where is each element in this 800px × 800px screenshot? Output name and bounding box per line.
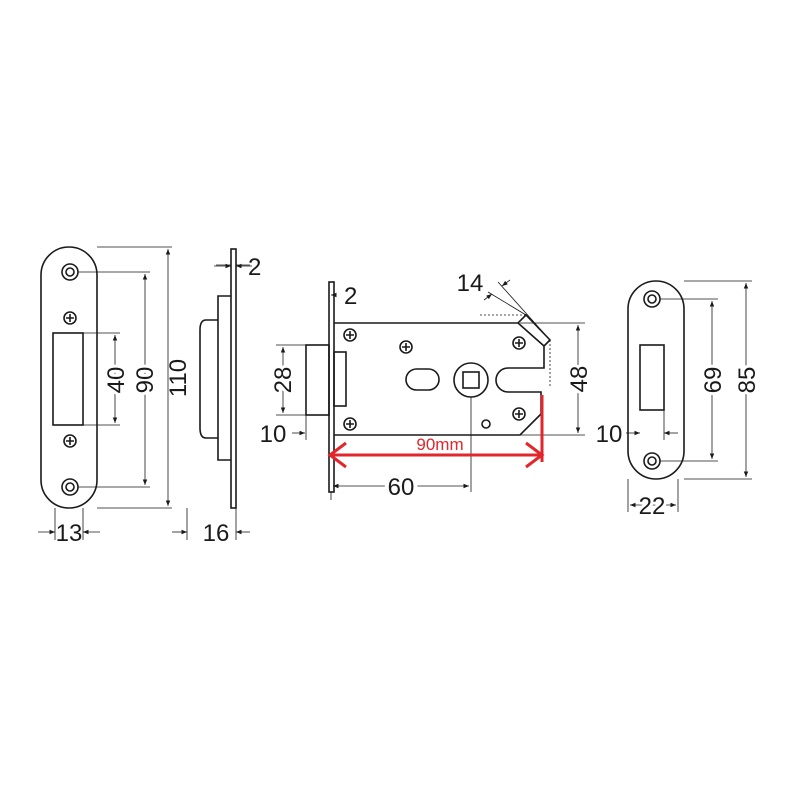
screw-icon <box>512 407 526 421</box>
left-dimensions: 110 90 40 13 <box>38 246 192 547</box>
dim-16: 16 <box>203 520 230 547</box>
screw-icon <box>343 417 357 431</box>
dim-110: 110 <box>165 359 192 397</box>
dim-2-faceplate: 2 <box>344 283 357 310</box>
dim-13: 13 <box>56 520 83 547</box>
dim-69: 69 <box>700 367 727 394</box>
dim-85: 85 <box>734 367 761 394</box>
screw-icon <box>63 434 77 448</box>
dim-90mm: 90mm <box>416 435 463 454</box>
lock-body <box>305 281 552 493</box>
dim-40: 40 <box>103 367 130 394</box>
dim-10-latch: 10 <box>260 421 287 448</box>
dim-22: 22 <box>639 493 666 520</box>
screw-icon <box>512 336 526 350</box>
screw-icon <box>63 311 77 325</box>
dim-48: 48 <box>566 366 593 393</box>
dim-10-right: 10 <box>596 421 623 448</box>
dim-2-side: 2 <box>248 254 261 281</box>
dim-60: 60 <box>388 474 415 501</box>
left-faceplate <box>40 246 98 509</box>
dim-90: 90 <box>132 367 159 394</box>
screw-icon <box>399 340 413 354</box>
right-faceplate <box>627 280 685 480</box>
lock-dimensions: 2 28 10 60 48 14 <box>260 270 596 505</box>
dim-28: 28 <box>270 367 297 394</box>
dim-14: 14 <box>457 270 484 297</box>
side-view: 2 16 <box>172 248 261 547</box>
screw-icon <box>343 328 357 342</box>
right-dimensions: 69 85 10 22 <box>596 280 764 523</box>
overall-length-annotation: 90mm <box>327 395 545 469</box>
